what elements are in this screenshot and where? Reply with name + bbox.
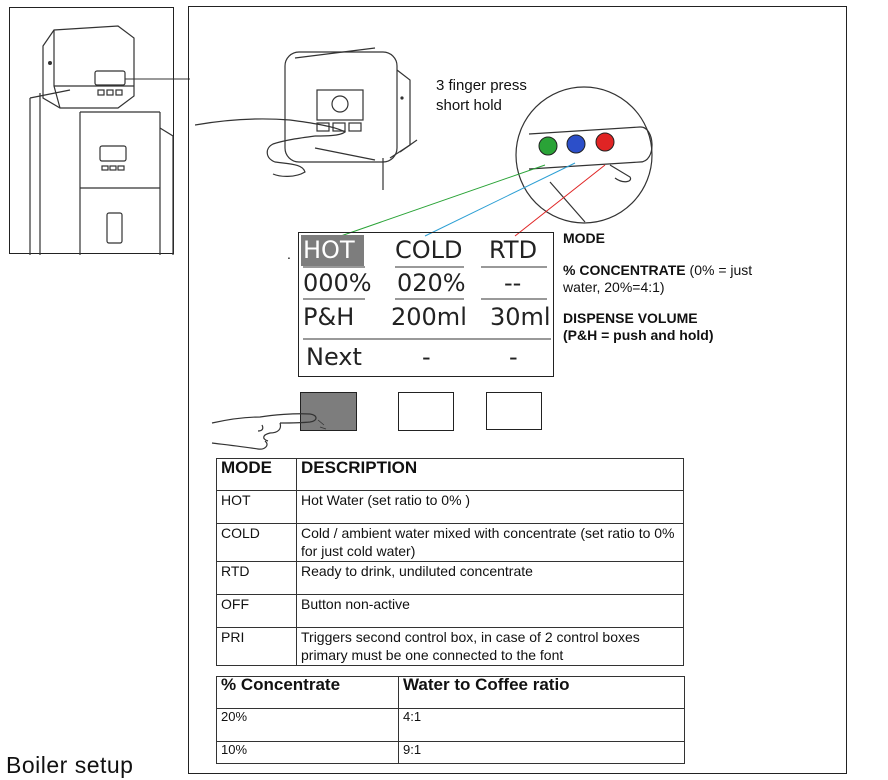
display-conc-cold: 020% bbox=[397, 269, 466, 297]
control-display: HOT COLD RTD 000% 020% -- P&H 200ml 30ml… bbox=[298, 232, 554, 377]
desc-cell: Triggers second control box, in case of … bbox=[296, 627, 684, 666]
display-vol-hot: P&H bbox=[303, 303, 355, 331]
display-underlines bbox=[303, 266, 551, 340]
mode-table-header: MODE DESCRIPTION bbox=[216, 458, 684, 491]
mode-cell: HOT bbox=[216, 490, 297, 524]
mode-table: MODE DESCRIPTION HOT Hot Water (set rati… bbox=[216, 458, 684, 666]
instruction-line1: 3 finger press bbox=[436, 77, 527, 94]
table-row: 20% 4:1 bbox=[216, 708, 685, 742]
faucet-illustration bbox=[515, 86, 653, 224]
mode-cell: COLD bbox=[216, 523, 297, 562]
button-right[interactable] bbox=[486, 392, 542, 430]
machine-illustration-frame bbox=[9, 7, 174, 255]
table-row: COLD Cold / ambient water mixed with con… bbox=[216, 523, 684, 562]
display-mode-rtd: RTD bbox=[489, 236, 538, 264]
ratio-header: Water to Coffee ratio bbox=[398, 676, 685, 709]
pct-cell: 10% bbox=[216, 741, 399, 764]
leader-lines bbox=[334, 162, 606, 239]
mode-cell: PRI bbox=[216, 627, 297, 666]
legend-concentrate-note2: water, 20%=4:1) bbox=[563, 279, 665, 295]
ratio-table-header: % Concentrate Water to Coffee ratio bbox=[216, 676, 685, 709]
display-conc-hot: 000% bbox=[303, 269, 372, 297]
legend-concentrate-note1: (0% = just bbox=[685, 262, 753, 278]
mode-hot-selected bbox=[301, 235, 364, 266]
display-conc-rtd: -- bbox=[504, 269, 522, 297]
instruction-line2: short hold bbox=[436, 97, 502, 114]
mode-header: MODE bbox=[216, 458, 297, 491]
display-next: Next bbox=[306, 343, 362, 371]
desc-cell: Ready to drink, undiluted concentrate bbox=[296, 561, 684, 595]
legend-concentrate-label: % CONCENTRATE bbox=[563, 262, 686, 278]
display-dot: . bbox=[287, 246, 291, 262]
main-frame bbox=[188, 6, 847, 774]
finger-pointer-icon bbox=[211, 413, 327, 450]
button-middle[interactable] bbox=[398, 392, 454, 431]
legend-concentrate: % CONCENTRATE (0% = just bbox=[563, 262, 752, 279]
ratio-table: % Concentrate Water to Coffee ratio 20% … bbox=[216, 676, 685, 764]
description-header: DESCRIPTION bbox=[296, 458, 684, 491]
display-dash-1: - bbox=[422, 343, 431, 371]
concentrate-header: % Concentrate bbox=[216, 676, 399, 709]
table-row: PRI Triggers second control box, in case… bbox=[216, 627, 684, 666]
table-row: RTD Ready to drink, undiluted concentrat… bbox=[216, 561, 684, 595]
display-mode-hot: HOT bbox=[303, 236, 355, 264]
mode-cell: RTD bbox=[216, 561, 297, 595]
desc-cell: Cold / ambient water mixed with concentr… bbox=[296, 523, 684, 562]
display-vol-rtd: 30ml bbox=[490, 303, 551, 331]
table-row: HOT Hot Water (set ratio to 0% ) bbox=[216, 490, 684, 524]
ratio-cell: 9:1 bbox=[398, 741, 685, 764]
display-mode-cold: COLD bbox=[395, 236, 463, 264]
table-row: OFF Button non-active bbox=[216, 594, 684, 628]
desc-cell: Hot Water (set ratio to 0% ) bbox=[296, 490, 684, 524]
hand-press-illustration bbox=[195, 47, 418, 190]
ratio-cell: 4:1 bbox=[398, 708, 685, 742]
legend-volume-note: (P&H = push and hold) bbox=[563, 327, 714, 343]
button-left[interactable] bbox=[300, 392, 357, 431]
machine-illustration bbox=[29, 25, 174, 255]
mode-cell: OFF bbox=[216, 594, 297, 628]
legend-volume: DISPENSE VOLUME bbox=[563, 310, 698, 326]
display-dash-2: - bbox=[509, 343, 518, 371]
connector-line bbox=[125, 78, 190, 80]
section-heading: Boiler setup bbox=[6, 752, 134, 778]
pct-cell: 20% bbox=[216, 708, 399, 742]
display-vol-cold: 200ml bbox=[391, 303, 467, 331]
desc-cell: Button non-active bbox=[296, 594, 684, 628]
table-row: 10% 9:1 bbox=[216, 741, 685, 764]
legend-mode: MODE bbox=[563, 230, 605, 246]
